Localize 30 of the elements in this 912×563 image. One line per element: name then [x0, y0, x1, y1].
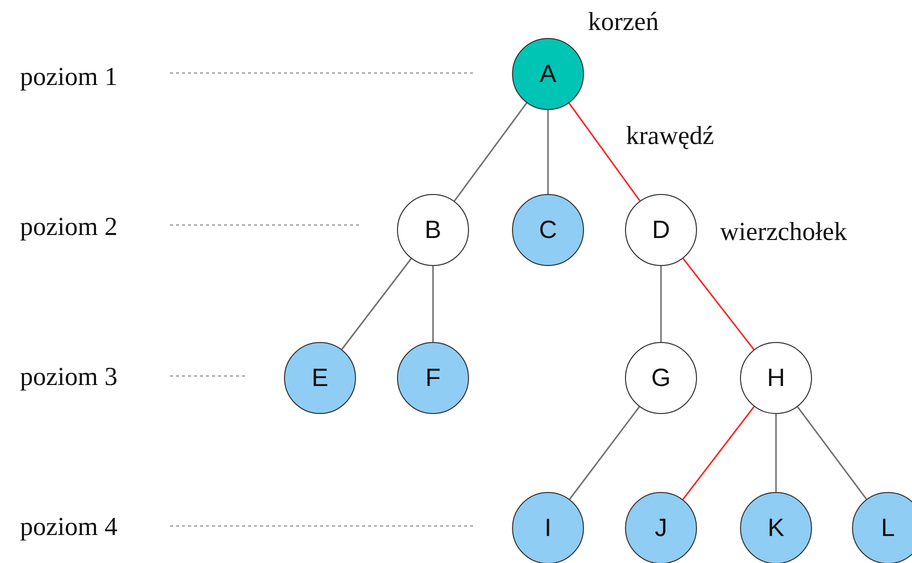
node-label: G	[651, 366, 671, 390]
node-caption: wierzchołek	[720, 218, 848, 247]
node-label: F	[425, 366, 441, 390]
node-label: I	[544, 516, 552, 540]
tree-edge	[568, 102, 640, 202]
node-label: B	[424, 218, 442, 242]
tree-edge	[660, 266, 662, 342]
level-label: poziom 2	[20, 213, 118, 242]
tree-edge	[796, 406, 868, 500]
node-label: H	[766, 366, 786, 390]
node-caption: korzeń	[588, 8, 659, 37]
tree-edge	[432, 266, 434, 342]
tree-edge	[775, 414, 777, 492]
node-label: A	[540, 62, 556, 86]
level-label: poziom 4	[20, 513, 118, 542]
tree-edge	[454, 102, 528, 202]
tree-edge	[682, 406, 755, 500]
tree-edge	[569, 406, 640, 500]
level-label: poziom 3	[20, 363, 118, 392]
node-label: D	[652, 218, 670, 242]
node-label: L	[881, 516, 895, 540]
tree-edge	[682, 258, 754, 350]
tree-node-circle	[852, 492, 912, 563]
node-label: K	[768, 516, 784, 540]
tree-edge	[547, 110, 549, 194]
node-label: J	[654, 516, 668, 540]
level-label: poziom 1	[20, 63, 118, 92]
node-label: C	[538, 218, 558, 242]
node-label: E	[312, 366, 328, 390]
tree-edge	[341, 258, 412, 350]
